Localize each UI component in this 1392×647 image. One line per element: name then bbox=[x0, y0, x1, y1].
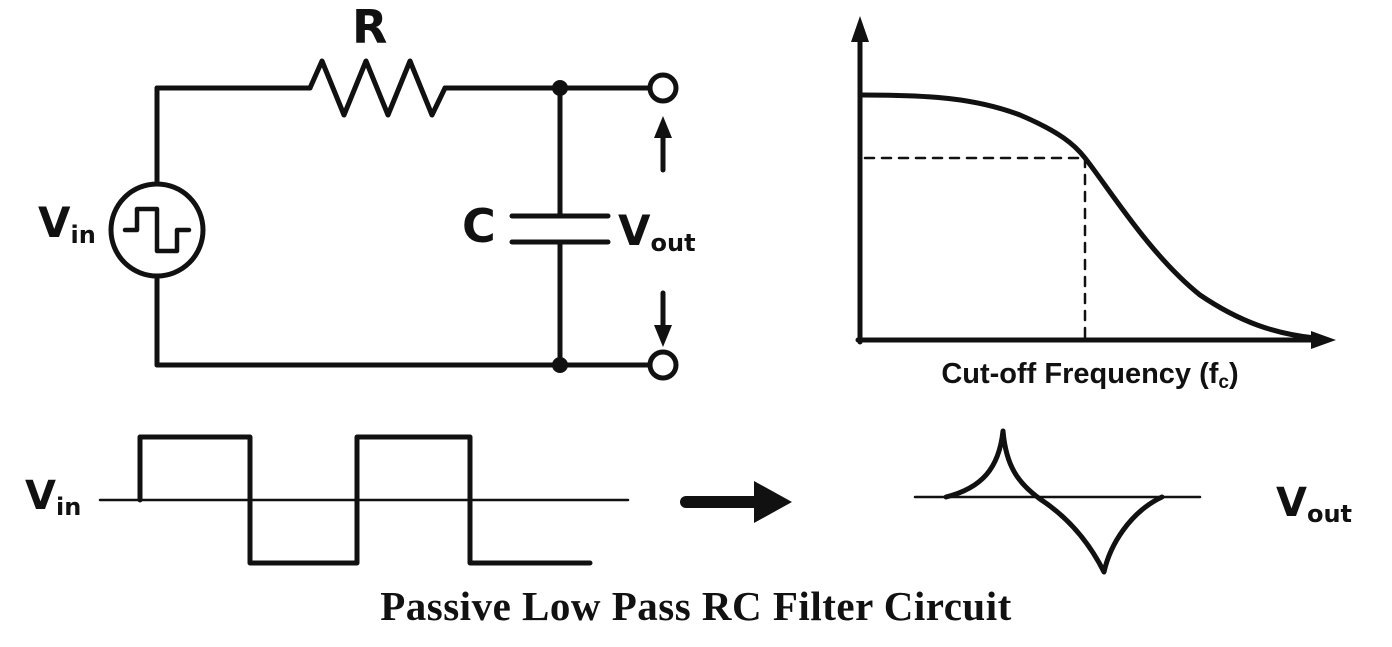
vin-circuit-sub: in bbox=[70, 221, 96, 249]
graph-y-axis-arrowhead bbox=[851, 16, 869, 42]
cutoff-label-sub: c bbox=[1218, 372, 1229, 393]
capacitor-label: C bbox=[462, 199, 496, 253]
vout-circuit-label: Vout bbox=[618, 210, 696, 257]
vout-wave-main: V bbox=[1276, 480, 1307, 526]
input-square-wave bbox=[137, 434, 593, 566]
vout-circuit-sub: out bbox=[650, 229, 696, 257]
vin-wave-main: V bbox=[25, 473, 56, 519]
cutoff-label-prefix: Cut-off Frequency (f bbox=[941, 358, 1219, 390]
vin-circuit-label: Vin bbox=[38, 202, 96, 249]
vin-wave-sub: in bbox=[55, 493, 82, 521]
vout-wave-sub: out bbox=[1306, 500, 1353, 528]
graph-x-axis-arrowhead bbox=[1311, 331, 1336, 349]
vout-waveform-label: Vout bbox=[1276, 483, 1352, 526]
output-filtered-wave bbox=[943, 428, 1165, 575]
output-terminal-top bbox=[647, 72, 679, 104]
square-wave-source-icon bbox=[122, 206, 192, 254]
roll-off-curve bbox=[859, 92, 1318, 341]
resistor-symbol bbox=[307, 58, 448, 118]
vin-circuit-main: V bbox=[38, 198, 71, 247]
vout-circuit-main: V bbox=[618, 206, 651, 255]
vout-arrow-down-head bbox=[654, 325, 672, 347]
resistor-label: R bbox=[352, 0, 388, 54]
transform-arrow-head bbox=[754, 481, 792, 523]
output-waveform bbox=[913, 428, 1202, 575]
frequency-response-graph bbox=[851, 16, 1336, 349]
vout-arrow-up-head bbox=[654, 116, 672, 138]
transform-arrow bbox=[680, 481, 792, 523]
input-waveform bbox=[98, 434, 630, 566]
cutoff-frequency-label: Cut-off Frequency (fc) bbox=[850, 358, 1330, 393]
cutoff-label-suffix: ) bbox=[1229, 358, 1239, 390]
diagram-title: Passive Low Pass RC Filter Circuit bbox=[380, 583, 1012, 629]
output-terminal-bottom bbox=[647, 349, 679, 381]
vin-waveform-label: Vin bbox=[25, 476, 81, 519]
circuit-schematic bbox=[108, 58, 679, 381]
